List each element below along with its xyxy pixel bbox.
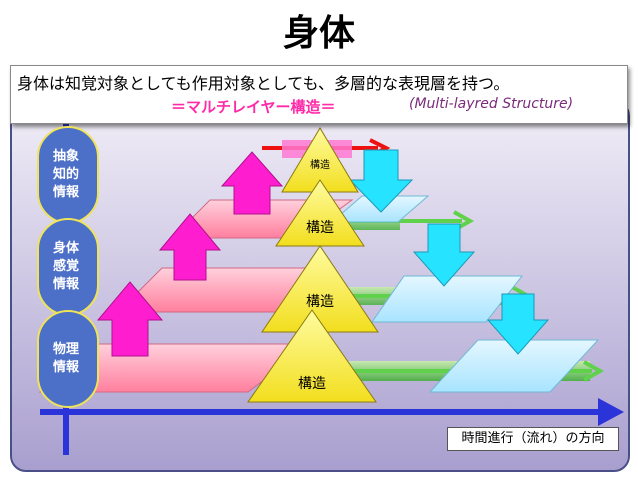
input-arrow-sensory [158, 213, 222, 281]
output-arrow-sensory [412, 223, 476, 287]
output-plane-sensory [371, 275, 524, 323]
level-abstract-badge: 抽象 知的 情報 [37, 126, 99, 224]
level-sensory-label: 身体 感覚 情報 [53, 241, 80, 292]
level-abstract-label: 抽象 知的 情報 [53, 149, 80, 200]
input-arrow-physical [96, 281, 164, 357]
structure-label-sensory: 構造 [306, 294, 334, 310]
caption-line: 身体は知覚対象としても作用対象としても、多層的な表現層を持つ。 [17, 74, 510, 93]
level-physical-label: 物理 情報 [53, 342, 80, 375]
structure-label-physical: 構造 [298, 376, 326, 392]
caption-box: 身体は知覚対象としても作用対象としても、多層的な表現層を持つ。 ＝マルチレイヤー… [10, 65, 628, 124]
structure-triangle-physical [247, 309, 377, 403]
level-sensory-badge: 身体 感覚 情報 [37, 218, 99, 316]
level-physical-badge: 物理 情報 [37, 310, 99, 408]
input-arrow-abstract [220, 151, 284, 215]
output-arrow-abstract [348, 149, 414, 213]
time-axis-arrowhead [598, 398, 624, 426]
page-title: 身体 [282, 13, 355, 54]
time-direction-label: 時間進行（流れ）の方向 [447, 427, 619, 451]
structure-label-top: 構造 [310, 158, 330, 171]
output-arrow-physical [486, 293, 550, 355]
output-plane-physical [428, 339, 600, 393]
structure-label-abstract: 構造 [306, 220, 334, 236]
caption-term-en: (Multi-layred Structure) [409, 96, 574, 112]
caption-term-jp: ＝マルチレイヤー構造＝ [171, 98, 336, 116]
